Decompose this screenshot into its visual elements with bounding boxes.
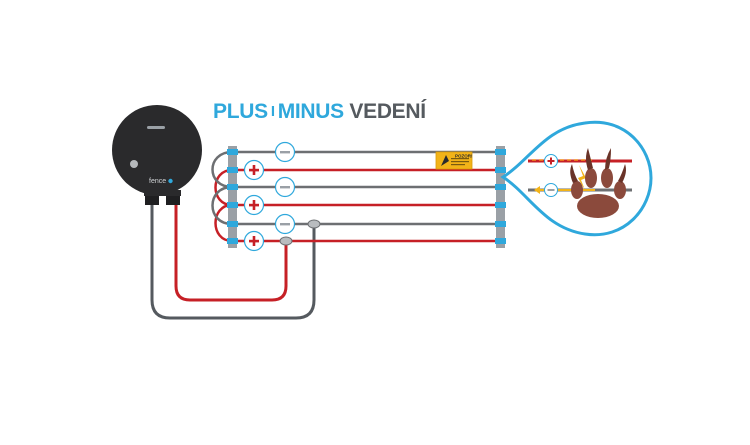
plus-loop-2	[214, 203, 233, 243]
minus-loop-1	[211, 150, 233, 189]
title-rest: VEDENÍ	[349, 100, 426, 123]
left-fence-post	[227, 146, 238, 248]
animal-paw-icon	[570, 148, 626, 218]
title-separator: I	[270, 103, 275, 120]
bubble-minus-symbol	[544, 183, 558, 197]
minus-symbol-1	[274, 141, 296, 163]
title-plus: PLUS	[213, 100, 268, 123]
energizer-brand-dot	[168, 178, 173, 184]
bubble-plus-symbol	[544, 154, 558, 168]
minus-symbol-2	[274, 176, 296, 198]
minus-connector	[307, 219, 321, 229]
plus-feed-wire	[174, 200, 288, 302]
plus-symbol-1	[243, 159, 265, 181]
minus-symbol-3	[274, 213, 296, 235]
title-minus: MINUS	[277, 100, 344, 123]
plus-loop-1	[214, 168, 233, 207]
minus-feed-wire	[150, 200, 316, 320]
energizer-brand-label: fence	[149, 178, 166, 185]
minus-loop-2	[211, 185, 233, 226]
current-arrow-icon	[534, 186, 540, 194]
plus-symbol-2	[243, 194, 265, 216]
plus-symbol-3	[243, 230, 265, 252]
zoom-bubble	[500, 120, 653, 237]
warning-sign	[435, 151, 473, 170]
plus-connector	[279, 236, 293, 246]
spark-icon	[578, 165, 586, 190]
right-fence-post	[495, 146, 506, 248]
warning-sign-label: POZOR!	[455, 154, 473, 159]
energizer-unit	[112, 105, 202, 196]
